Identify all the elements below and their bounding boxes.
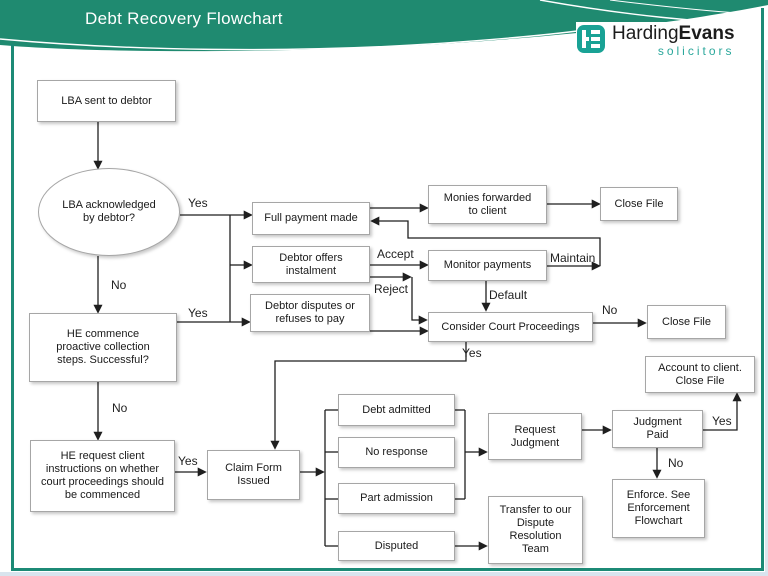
edge-label-no_commence: No xyxy=(112,401,128,415)
edge-label-yes_consider: Yes xyxy=(462,346,482,360)
node-disputed: Disputed xyxy=(338,531,455,561)
logo-tagline: solicitors xyxy=(657,44,735,58)
edge-label-no_judgment: No xyxy=(668,456,684,470)
node-lba_ack: LBA acknowledged by debtor? xyxy=(38,168,180,256)
frame-border-bottom xyxy=(11,568,764,571)
node-close_file_2: Close File xyxy=(647,305,726,339)
edge-label-yes_ack: Yes xyxy=(188,196,208,210)
node-claim: Claim Form Issued xyxy=(207,450,300,500)
node-judgment_paid: Judgment Paid xyxy=(612,410,703,448)
harding-evans-logo: HardingEvans solicitors xyxy=(576,22,758,64)
edge-label-accept: Accept xyxy=(377,247,414,261)
node-monitor: Monitor payments xyxy=(428,250,547,281)
node-lba_sent: LBA sent to debtor xyxy=(37,80,176,122)
frame-border-left xyxy=(11,44,14,571)
edge-label-no_consider: No xyxy=(602,303,618,317)
page-edge-right xyxy=(765,60,768,576)
edge-label-yes_judgment: Yes xyxy=(712,414,732,428)
frame-border-right xyxy=(761,8,764,571)
node-debtor_disputes: Debtor disputes or refuses to pay xyxy=(250,294,370,332)
edge-label-no_ack: No xyxy=(111,278,127,292)
node-enforce: Enforce. See Enforcement Flowchart xyxy=(612,479,705,538)
node-full_payment: Full payment made xyxy=(252,202,370,235)
he-monogram-icon xyxy=(577,25,605,53)
node-he_commence: HE commence proactive collection steps. … xyxy=(29,313,177,382)
node-transfer: Transfer to our Dispute Resolution Team xyxy=(488,496,583,564)
page-edge-bottom xyxy=(0,572,768,576)
edge-label-yes_request: Yes xyxy=(178,454,198,468)
edge-label-reject: Reject xyxy=(374,282,409,296)
logo-name: HardingEvans xyxy=(612,23,735,44)
edge-label-maintain: Maintain xyxy=(550,251,596,265)
node-request_judgment: Request Judgment xyxy=(488,413,582,460)
node-part_admission: Part admission xyxy=(338,483,455,514)
node-account: Account to client. Close File xyxy=(645,356,755,393)
node-close_file_1: Close File xyxy=(600,187,678,221)
node-monies: Monies forwarded to client xyxy=(428,185,547,224)
node-no_response: No response xyxy=(338,437,455,468)
page-title: Debt Recovery Flowchart xyxy=(85,9,283,28)
node-debtor_offers: Debtor offers instalment xyxy=(252,246,370,283)
node-debt_admitted: Debt admitted xyxy=(338,394,455,426)
node-consider: Consider Court Proceedings xyxy=(428,312,593,342)
node-he_request: HE request client instructions on whethe… xyxy=(30,440,175,512)
edge-label-default_lbl: Default xyxy=(489,288,528,302)
edge-label-yes_commence: Yes xyxy=(188,306,208,320)
logo-words: HardingEvans solicitors xyxy=(612,24,735,58)
